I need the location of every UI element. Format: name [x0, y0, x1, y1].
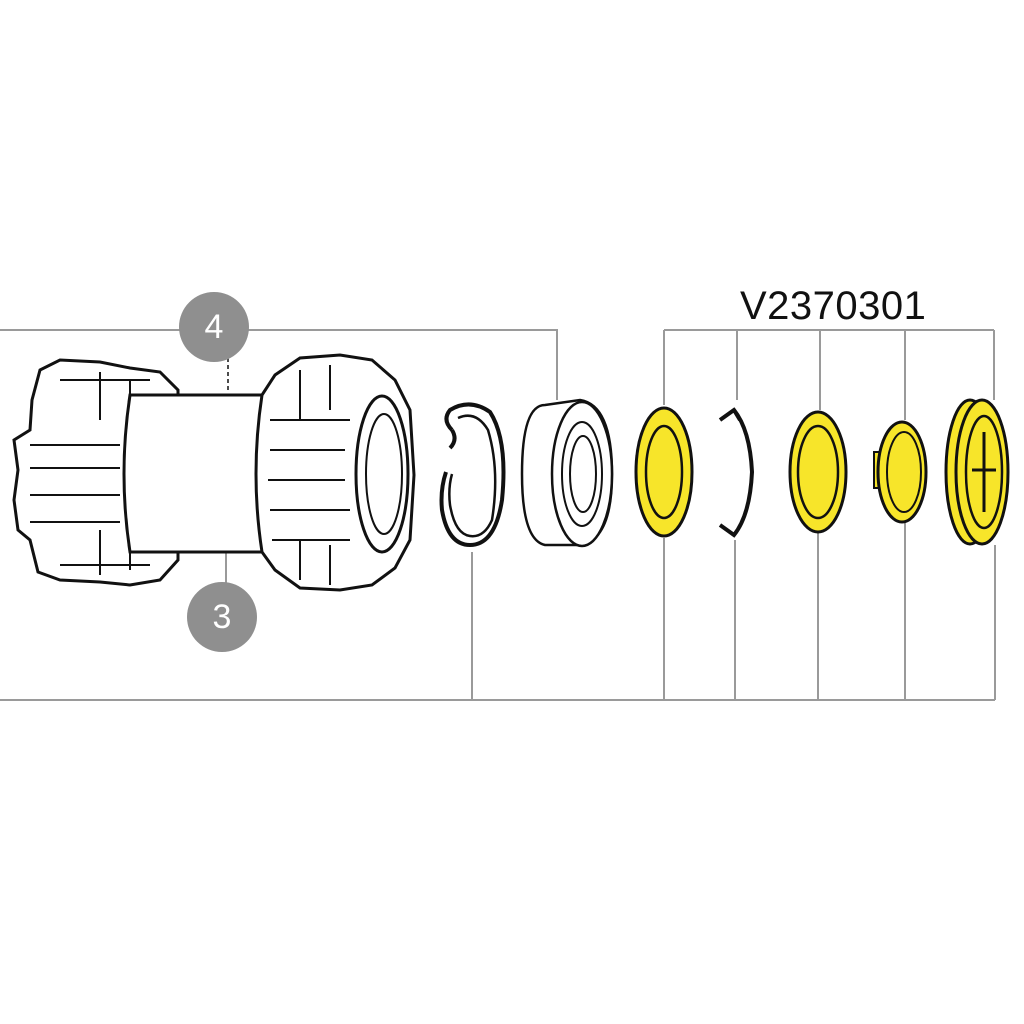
snap-ring-inner: [448, 414, 497, 538]
kit-small-cap-inner: [886, 431, 922, 513]
cartridge-bearing: [520, 398, 614, 548]
freehub-bore-inner: [365, 413, 403, 535]
kit-parts: [634, 398, 1010, 546]
kit-seal-ring-2: [788, 410, 848, 534]
callout-label-3: 3: [212, 597, 232, 636]
callout-badge-4: 4: [179, 292, 249, 362]
callout-badge-3: 3: [187, 582, 257, 652]
snap-ring: [439, 402, 506, 548]
callout-label-4: 4: [204, 307, 224, 346]
kit-part-number: V2370301: [740, 284, 927, 328]
kit-seal-ring-2-inner: [796, 424, 840, 520]
freehub-body: [12, 353, 416, 592]
freehub-right-grooves: [268, 365, 350, 585]
leader-lines: [0, 329, 996, 701]
kit-seal-ring-1: [634, 406, 694, 538]
bearing-bore: [569, 435, 597, 513]
kit-seal-ring-1-inner: [644, 424, 684, 520]
kit-small-cap: [873, 420, 928, 524]
kit-end-cap-slot: [972, 432, 996, 512]
kit-end-cap: [944, 398, 1010, 546]
freehub-tube: [122, 393, 264, 554]
kit-spring-clip: [718, 407, 755, 538]
